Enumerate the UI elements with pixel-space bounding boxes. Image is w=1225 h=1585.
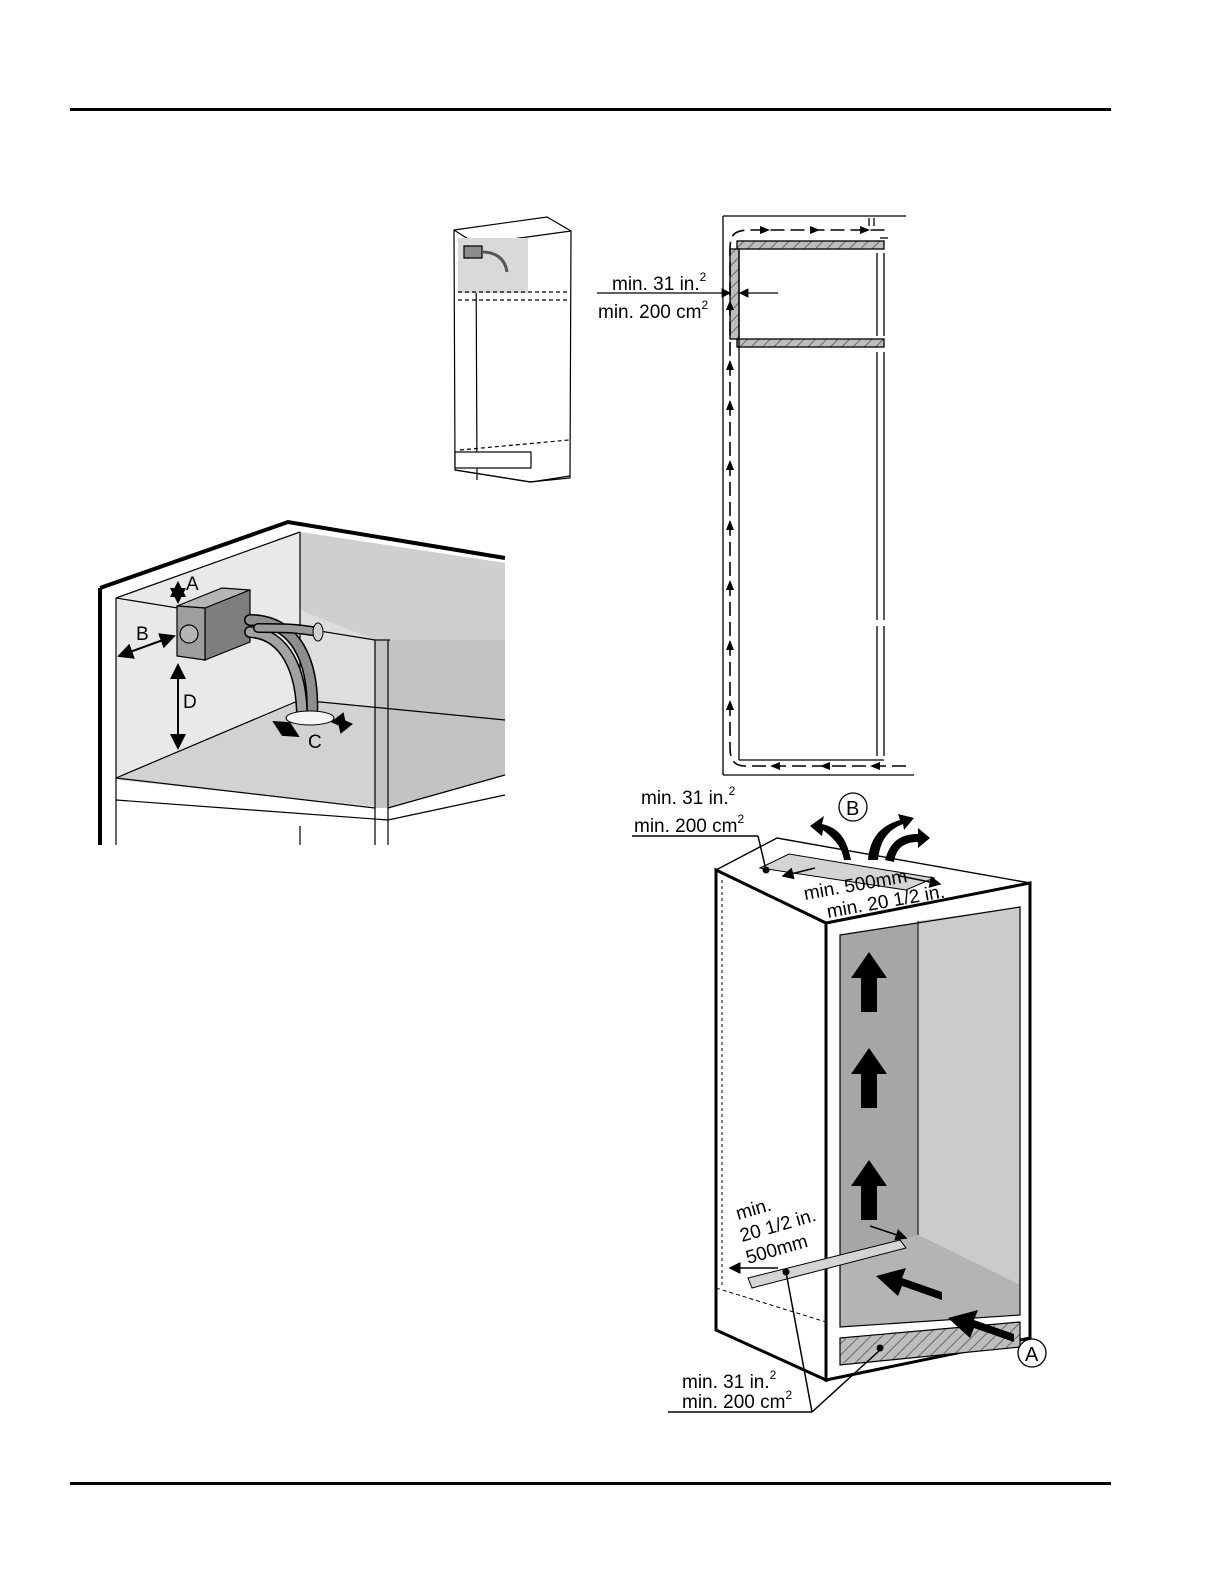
label-circle-b: B — [846, 798, 859, 820]
label-d: D — [183, 692, 197, 713]
airflow-path-icon — [730, 230, 906, 766]
label-b: B — [136, 624, 149, 645]
cable-hole-icon — [286, 711, 334, 725]
top-area-cm: min. 200 cm2 — [634, 812, 744, 837]
top-area-in: min. 31 in.2 — [641, 784, 736, 809]
bottom-area-in: min. 31 in.2 — [682, 1368, 777, 1393]
label-c: C — [308, 732, 322, 753]
section-area-cm: min. 200 cm2 — [598, 298, 708, 323]
niche-interior-view: A B D C — [100, 522, 505, 845]
cabinet-ventilation-view: B A min. 31 in.2 min. 200 cm2 min. 500mm… — [632, 784, 1046, 1413]
bottom-area-cm: min. 200 cm2 — [682, 1388, 792, 1413]
section-view: min. 31 in.2 min. 200 cm2 — [597, 216, 914, 775]
label-a: A — [186, 574, 199, 595]
label-circle-a: A — [1025, 1344, 1039, 1366]
cabinet-thumbnail — [454, 217, 571, 482]
section-area-in: min. 31 in.2 — [612, 270, 707, 295]
